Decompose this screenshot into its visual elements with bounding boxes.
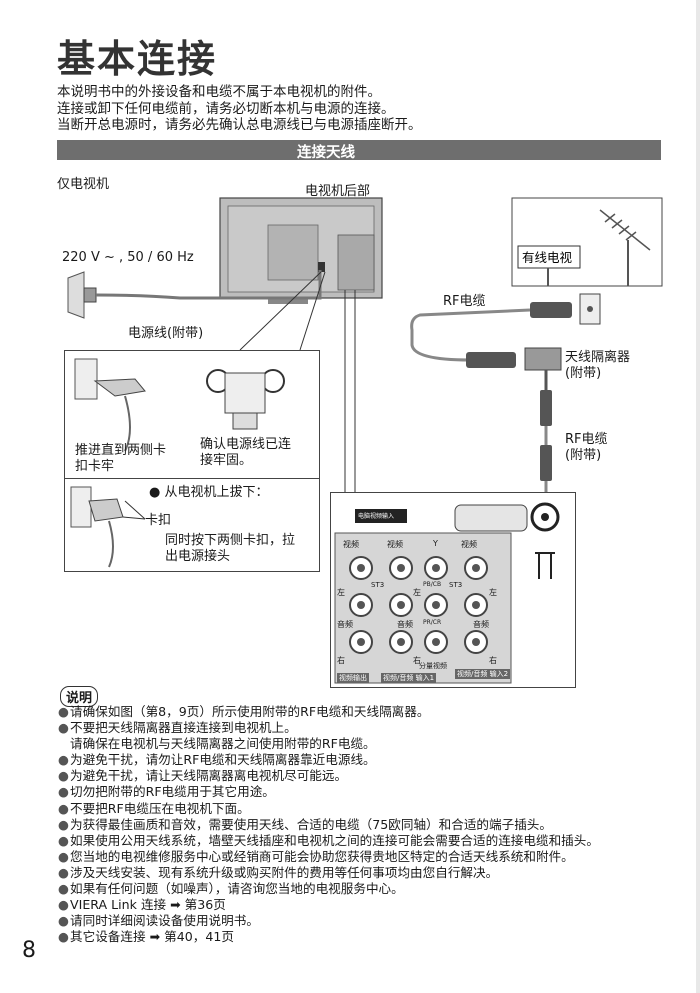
isolator-body [524,347,562,371]
rf-plug [530,302,572,318]
power-spec-label: 220 V ~ , 50 / 60 Hz [62,250,194,265]
note-item: ●涉及天线安装、现有系统升级或购买附件的费用等任何事项均由您自行解决。 [58,864,499,880]
av-in1-label: 视频/音频 输入1 [381,673,437,683]
press-clips-line: 同时按下两侧卡扣，拉 [165,533,296,548]
left-label: 左 [413,588,421,597]
unplug-illustration [70,486,146,568]
note-item: ●您当地的电视维修服务中心或经销商可能会协助您获得贵地区特定的合适天线系统和附件… [58,848,574,864]
note-item: ●为获得最佳画质和音效，需要使用天线、合适的电缆（75欧同轴）和合适的端子插头。 [58,816,552,832]
y-label: Y [433,539,438,548]
note-item: ●如果使用公用天线系统，墙壁天线插座和电视机之间的连接可能会需要合适的连接电缆和… [58,832,599,848]
video-label: 视频 [461,540,477,549]
component-label: 分量视频 [419,662,447,670]
page-number: 8 [22,938,36,963]
right-label: 右 [489,656,497,665]
note-item-link[interactable]: ●VIERA Link 连接 ➡ 第36页 [58,897,226,913]
rf-cable2-label: RF电缆 (附带) [565,432,608,464]
isolator-line: (附带) [565,366,602,381]
isolator-label: 天线隔离器 (附带) [565,350,630,382]
terminal-panel: 电脑视频输入 视频 视频 Y 视频 左 左 左 ST3 ST3 PB/CB PR… [330,492,576,688]
notes-list: ●请确保如图（第8，9页）所示使用附带的RF电缆和天线隔离器。 ●不要把天线隔离… [58,704,678,945]
push-in-line: 推进直到两侧卡 [75,443,167,458]
confirm-line: 确认电源线已连 [200,437,292,452]
video-label: 视频 [387,540,403,549]
audio-label: 音频 [397,620,413,629]
note-item: 请确保在电视机与天线隔离器之间使用附带的RF电缆。 [70,736,376,752]
note-item: ●为避免干扰，请勿让RF电缆和天线隔离器靠近电源线。 [58,752,376,768]
right-label: 右 [337,656,345,665]
press-clips-note: 同时按下两侧卡扣，拉 出电源接头 [165,533,295,565]
audio-label: 音频 [337,620,353,629]
note-item: ●如果有任何问题（如噪声），请咨询您当地的电视服务中心。 [58,881,404,897]
detail-box-unplug: ● 从电视机上拔下： 卡扣 同时按下两侧卡扣，拉 出电源接头 [64,478,320,572]
st3-label: ST3 [449,581,463,589]
intro-text: 本说明书中的外接设备和电缆不属于本电视机的附件。 连接或卸下任何电缆前，请务必切… [57,84,422,134]
cable-tv-text: 有线电视 [522,250,573,265]
isolator-line: 天线隔离器 [565,350,631,365]
unplug-note: ● 从电视机上拔下： [149,485,269,500]
plug-illustration [74,358,285,452]
connection-diagram: 有线电视 [67,197,663,500]
section-header: 连接天线 [57,140,661,161]
push-in-note: 推进直到两侧卡 扣卡牢 [75,443,166,475]
intro-line: 连接或卸下任何电缆前，请务必切断本机与电源的连接。 [57,100,395,117]
tv-rear-label: 电视机后部 [305,184,371,199]
push-in-line: 扣卡牢 [75,459,115,474]
rf-plug [466,352,516,368]
pc-input-label: 电脑视频输入 [358,513,395,520]
power-cord-line [95,270,322,300]
video-label: 视频 [343,540,359,549]
note-item: ●不要把天线隔离器直接连接到电视机上。 [58,720,297,736]
press-clips-line: 出电源接头 [165,549,231,564]
note-item: ●切勿把附带的RF电缆用于其它用途。 [58,784,275,800]
page-edge [696,0,700,993]
pr-label: PR/CR [423,619,442,626]
av-in2-label: 视频/音频 输入2 [455,669,511,679]
confirm-line: 接牢固。 [200,453,253,468]
intro-line: 当断开总电源时，请务必先确认总电源线已与电源插座断开。 [57,117,422,133]
section-title: 连接天线 [297,145,355,161]
note-item: ●不要把RF电缆压在电视机下面。 [58,800,250,816]
callout-line [239,271,322,351]
tv-only-label: 仅电视机 [57,177,110,192]
audio-label: 音频 [473,620,489,629]
left-label: 左 [337,588,345,597]
left-label: 左 [489,588,497,597]
wall-outlet [67,271,97,319]
rf-cable-line [410,308,531,362]
notes-title: 说明 [60,686,99,707]
callout-line [299,271,326,351]
detail-box-plug: 推进直到两侧卡 扣卡牢 确认电源线已连 接牢固。 [64,350,320,480]
av-out-label: 视频输出 [337,673,369,683]
note-item: ●请同时详细阅读设备使用说明书。 [58,913,259,929]
note-item: ●为避免干扰，请让天线隔离器离电视机尽可能远。 [58,768,348,784]
rf-cable-label: RF电缆 [443,294,486,309]
confirm-note: 确认电源线已连 接牢固。 [200,437,291,469]
terminal-panel-graphic [334,502,560,684]
antenna-box [511,197,663,287]
rf-cable2-line: (附带) [565,448,602,463]
rf-plug [540,445,552,481]
power-cord-label: 电源线(附带) [128,326,204,341]
page-title: 基本连接 [57,37,218,81]
note-item: ●请确保如图（第8，9页）所示使用附带的RF电缆和天线隔离器。 [58,704,430,719]
tv-rear-outline [219,197,383,304]
pb-label: PB/CB [423,581,442,588]
rf-plug [540,390,552,426]
rf-cable2-line: RF电缆 [565,432,608,447]
note-item-link[interactable]: ●其它设备连接 ➡ 第40，41页 [58,929,234,945]
clip-label: 卡扣 [145,513,172,528]
unplug-text: 从电视机上拔下： [164,485,269,500]
right-label: 右 [413,656,421,665]
st3-label: ST3 [371,581,385,589]
intro-line: 本说明书中的外接设备和电缆不属于本电视机的附件。 [57,84,381,100]
